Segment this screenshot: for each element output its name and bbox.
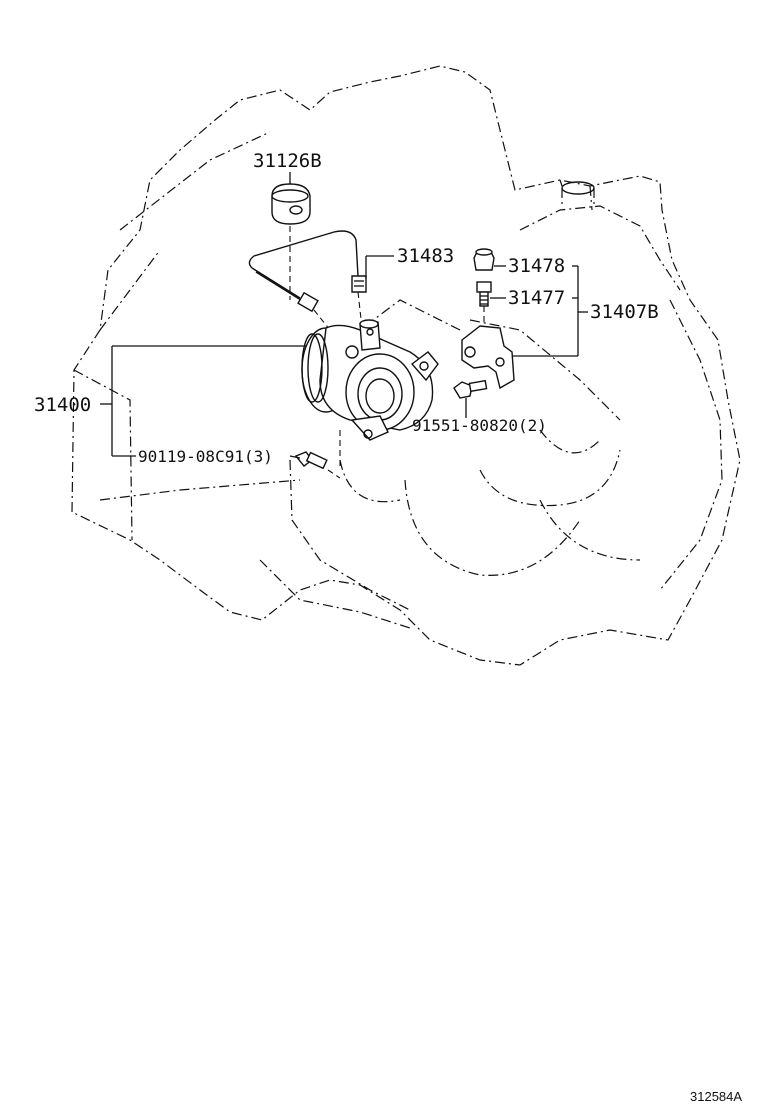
bolt-90119[interactable] [294, 451, 328, 470]
transmission-housing-outline [71, 65, 741, 666]
release-cylinder-31400[interactable] [301, 319, 439, 441]
bolt-guide-line [327, 469, 341, 479]
callout-91551-80820: 91551-80820(2) [412, 416, 547, 435]
tube-31483[interactable] [248, 230, 367, 313]
callout-31126b: 31126B [253, 150, 322, 172]
bracket-31407b[interactable] [461, 325, 515, 390]
callout-31407b: 31407B [590, 301, 659, 323]
leader-lines [100, 255, 588, 459]
callout-31483: 31483 [397, 245, 454, 267]
callout-31478: 31478 [508, 255, 565, 277]
bleeder-plug-31477[interactable] [476, 281, 492, 307]
callout-90119-08c91: 90119-08C91(3) [138, 447, 273, 466]
reference-code: 312584A [690, 1089, 742, 1104]
callout-31400: 31400 [34, 394, 91, 416]
tube-guide-line-2 [313, 309, 331, 331]
callout-31477: 31477 [508, 287, 565, 309]
flange-bolt-91551[interactable] [453, 379, 488, 399]
plug-31126b[interactable] [271, 172, 311, 225]
bleeder-cap-31478[interactable] [473, 248, 495, 271]
